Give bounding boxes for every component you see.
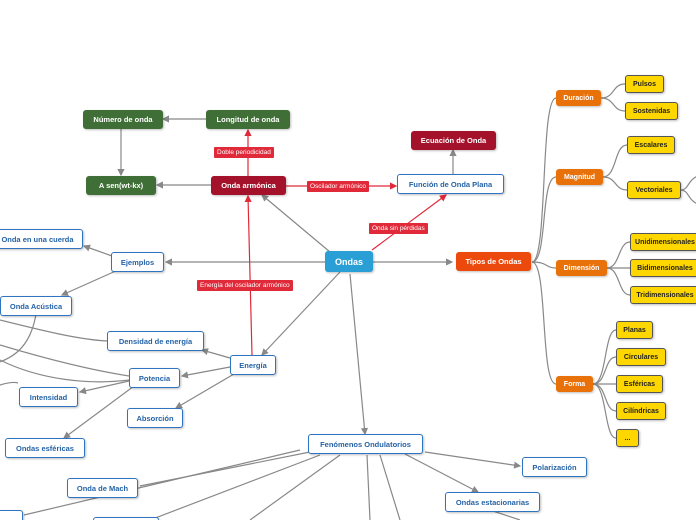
node-sostenidas[interactable]: Sostenidas (625, 102, 678, 120)
node-unidimensionales[interactable]: Unidimensionales (630, 233, 696, 251)
node-funcion-de-onda-plana[interactable]: Función de Onda Plana (397, 174, 504, 194)
node-dimension[interactable]: Dimensión (556, 260, 607, 276)
node-vectoriales[interactable]: Vectoriales (627, 181, 681, 199)
node-fenomenos-ondulatorios[interactable]: Fenómenos Ondulatorios (308, 434, 423, 454)
node-etc[interactable]: ... (616, 429, 639, 447)
node-absorcion[interactable]: Absorción (127, 408, 183, 428)
node-circulares[interactable]: Circulares (616, 348, 666, 366)
node-ecuacion-de-onda[interactable]: Ecuación de Onda (411, 131, 496, 150)
node-potencia[interactable]: Potencia (129, 368, 180, 388)
node-ondas-estacionarias[interactable]: Ondas estacionarias (445, 492, 540, 512)
node-ondas[interactable]: Ondas (325, 251, 373, 272)
node-onda-acustica[interactable]: Onda Acústica (0, 296, 72, 316)
node-energia[interactable]: Energía (230, 355, 276, 375)
node-esfericas[interactable]: Esféricas (616, 375, 663, 393)
node-escalares[interactable]: Escalares (627, 136, 675, 154)
node-onda-armonica[interactable]: Onda armónica (211, 176, 286, 195)
node-duracion[interactable]: Duración (556, 90, 601, 106)
node-densidad-de-energia[interactable]: Densidad de energía (107, 331, 204, 351)
node-forma[interactable]: Forma (556, 376, 593, 392)
node-polarizacion[interactable]: Polarización (522, 457, 587, 477)
label-oscilador-armonico: Oscilador armónico (307, 181, 369, 192)
node-pulsos[interactable]: Pulsos (625, 75, 664, 93)
node-ondas-esfericas[interactable]: Ondas esféricas (5, 438, 85, 458)
label-onda-sin-perdidas: Onda sin pérdidas (369, 223, 428, 234)
node-tipos-de-ondas[interactable]: Tipos de Ondas (456, 252, 531, 271)
label-energia-oscilador: Energía del oscilador armónico (197, 280, 293, 291)
node-tridimensionales[interactable]: Tridimensionales (630, 286, 696, 304)
node-ejemplos[interactable]: Ejemplos (111, 252, 164, 272)
node-onda-en-una-cuerda[interactable]: Onda en una cuerda (0, 229, 83, 249)
node-a-sen[interactable]: A sen(wt-kx) (86, 176, 156, 195)
node-partial-bottom[interactable] (93, 517, 159, 520)
node-partial-bottom-left[interactable] (0, 510, 23, 520)
node-planas[interactable]: Planas (616, 321, 653, 339)
node-magnitud[interactable]: Magnitud (556, 169, 603, 185)
node-cilindricas[interactable]: Cilíndricas (616, 402, 666, 420)
node-numero-de-onda[interactable]: Número de onda (83, 110, 163, 129)
label-doble-periodicidad: Doble periodicidad (214, 147, 274, 158)
node-longitud-de-onda[interactable]: Longitud de onda (206, 110, 290, 129)
node-bidimensionales[interactable]: Bidimensionales (630, 259, 696, 277)
node-intensidad[interactable]: Intensidad (19, 387, 78, 407)
node-onda-de-mach[interactable]: Onda de Mach (67, 478, 138, 498)
